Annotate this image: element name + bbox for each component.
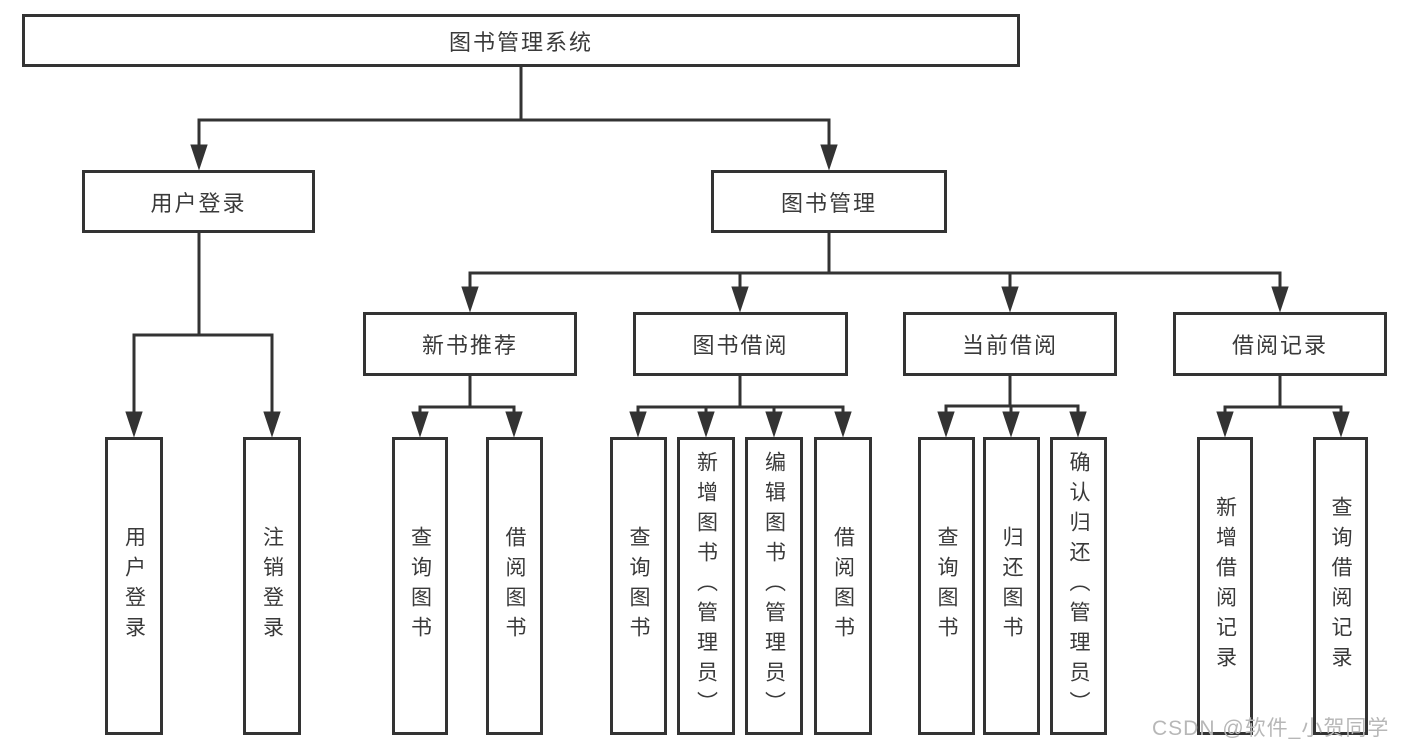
leaf-cb-query-books: 查询图书 (918, 437, 975, 735)
node-label: 图书借阅 (692, 333, 789, 358)
node-label: 用户登录 (150, 190, 247, 216)
wire-root-to-level2 (190, 65, 838, 171)
node-label: 借阅记录 (1231, 333, 1328, 358)
node-borrow-records: 借阅记录 (1173, 312, 1387, 376)
node-label: 编辑图书（管理员） (762, 451, 786, 721)
wire-new-book-rec-children (411, 376, 523, 438)
leaf-br-query-record: 查询借阅记录 (1313, 437, 1368, 735)
node-label: 查询图书 (627, 526, 650, 646)
node-label: 查询借阅记录 (1329, 496, 1352, 676)
node-book-management: 图书管理 (711, 170, 947, 233)
leaf-bb-add-books-admin: 新增图书（管理员） (677, 437, 735, 735)
node-new-book-recommend: 新书推荐 (363, 312, 577, 376)
node-label: 确认归还（管理员） (1067, 451, 1090, 721)
leaf-cb-return-books: 归还图书 (983, 437, 1040, 735)
wire-book-borrow-children (629, 376, 852, 438)
node-label: 新书推荐 (421, 333, 518, 358)
node-label: 当前借阅 (961, 333, 1058, 358)
leaf-br-add-record: 新增借阅记录 (1197, 437, 1253, 735)
leaf-user-login: 用户登录 (105, 437, 163, 735)
node-label: 查询图书 (935, 526, 958, 646)
node-book-borrow: 图书借阅 (633, 312, 848, 376)
leaf-bb-edit-books-admin: 编辑图书（管理员） (745, 437, 803, 735)
node-current-borrow: 当前借阅 (903, 312, 1117, 376)
wire-borrow-records-children (1216, 376, 1350, 438)
node-label: 图书管理 (780, 190, 877, 216)
node-label: 图书管理系统 (448, 29, 593, 55)
leaf-bb-borrow-books: 借阅图书 (814, 437, 872, 735)
leaf-bb-query-books: 查询图书 (610, 437, 667, 735)
csdn-watermark: CSDN @软件_小贺同学 (1152, 717, 1390, 740)
leaf-nbr-query-books: 查询图书 (392, 437, 448, 735)
wire-current-borrow-children (937, 376, 1087, 438)
node-label: 借阅图书 (831, 526, 855, 646)
leaf-logout: 注销登录 (243, 437, 301, 735)
node-user-login: 用户登录 (82, 170, 315, 233)
leaf-cb-confirm-return-admin: 确认归还（管理员） (1050, 437, 1107, 735)
node-root: 图书管理系统 (22, 14, 1020, 67)
node-label: 归还图书 (1000, 526, 1023, 646)
node-label: 新增图书（管理员） (694, 451, 718, 721)
node-label: 新增借阅记录 (1213, 496, 1237, 676)
wire-book-management-children (461, 233, 1289, 313)
node-label: 注销登录 (260, 526, 284, 646)
wire-user-login-children (125, 233, 281, 438)
node-label: 借阅图书 (503, 526, 526, 646)
node-label: 用户登录 (122, 526, 146, 646)
leaf-nbr-borrow-books: 借阅图书 (486, 437, 543, 735)
node-label: 查询图书 (408, 526, 432, 646)
